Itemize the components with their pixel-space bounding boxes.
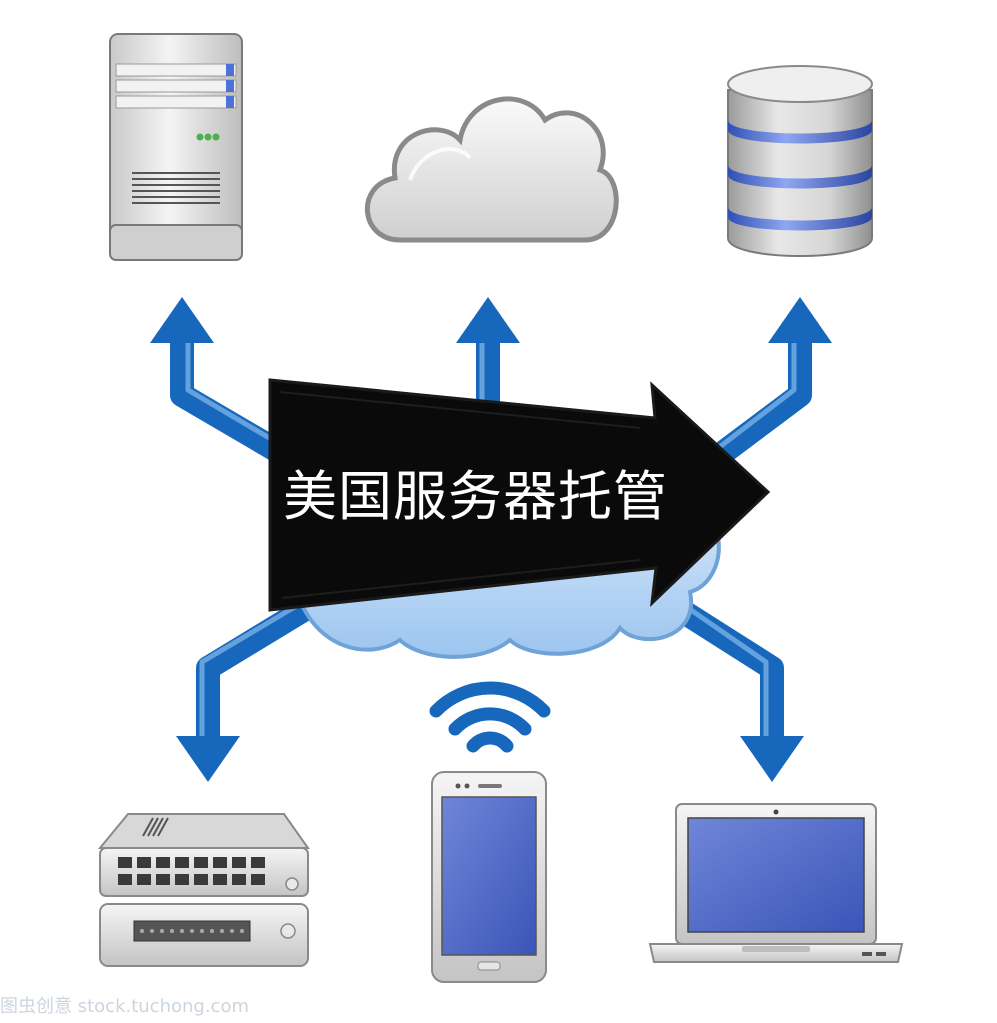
smartphone-icon [431,771,547,983]
banner-arrow [268,378,771,612]
network-switch-icon [97,813,310,967]
watermark: 图虫创意 stock.tuchong.com [0,996,249,1017]
arrow-to-laptop [658,589,784,742]
switch-ports [118,857,265,885]
database-icon [727,65,873,257]
cloud-icon [365,96,619,243]
arrowhead-down-icon [740,736,804,782]
arrowhead-up-icon [150,297,214,343]
laptop-icon [648,803,904,963]
wifi-icon [429,681,551,753]
arrowhead-down-icon [176,736,240,782]
arrow-to-switch [196,589,327,742]
arrowhead-up-icon [456,297,520,343]
server-tower-icon [109,33,243,261]
banner-title: 美国服务器托管 [283,465,668,528]
arrowhead-up-icon [768,297,832,343]
arrow-to-server [170,335,317,481]
arrow-to-database [692,335,812,480]
arrowheads [150,297,832,782]
